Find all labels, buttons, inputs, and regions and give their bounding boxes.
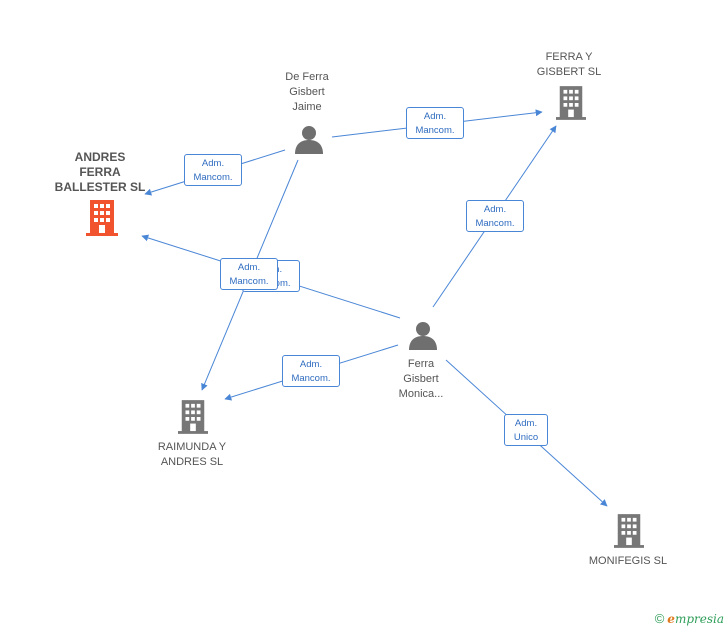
- monica-label[interactable]: Ferra Gisbert Monica...: [398, 358, 444, 400]
- ferra-gisbert-building-icon[interactable]: [556, 86, 586, 120]
- copyright-icon: ©: [654, 611, 665, 626]
- edge-label-jaime-raimunda[interactable]: Adm. Mancom.: [220, 258, 278, 290]
- edge-label-monica-raimunda[interactable]: Adm. Mancom.: [282, 355, 340, 387]
- edge-label-monica-ferra-gisbert[interactable]: Adm. Mancom.: [466, 200, 524, 232]
- andres-ferra-building-icon[interactable]: [86, 200, 118, 236]
- ferra-gisbert-label[interactable]: FERRA Y GISBERT SL: [536, 51, 602, 78]
- brand-logo[interactable]: empresia: [667, 611, 724, 626]
- monica-person-icon[interactable]: [408, 320, 438, 350]
- raimunda-label[interactable]: RAIMUNDA Y ANDRES SL: [157, 441, 227, 468]
- edge-label-monica-monifegis[interactable]: Adm. Unico: [504, 414, 548, 446]
- andres-ferra-label[interactable]: ANDRES FERRA BALLESTER SL: [54, 150, 146, 194]
- jaime-person-icon[interactable]: [294, 124, 324, 154]
- raimunda-building-icon[interactable]: [178, 400, 208, 434]
- monifegis-label[interactable]: MONIFEGIS SL: [588, 555, 668, 567]
- monifegis-building-icon[interactable]: [614, 514, 644, 548]
- jaime-label[interactable]: De Ferra Gisbert Jaime: [285, 71, 329, 113]
- footer-brand: © empresia: [655, 611, 724, 626]
- edge-label-jaime-andres-ferra[interactable]: Adm. Mancom.: [184, 154, 242, 186]
- edge-label-jaime-ferra-gisbert[interactable]: Adm. Mancom.: [406, 107, 464, 139]
